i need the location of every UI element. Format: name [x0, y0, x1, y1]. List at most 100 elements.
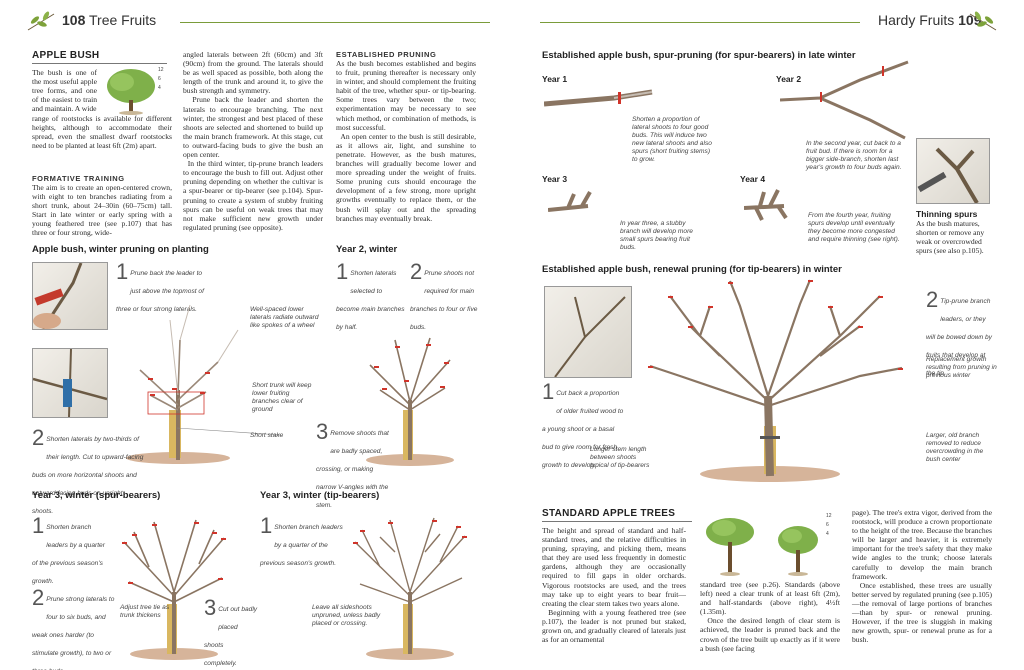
right-page-header: Hardy Fruits 109	[878, 12, 981, 28]
chapter-title-right: Hardy Fruits	[878, 12, 955, 28]
step-number: 3	[204, 595, 217, 620]
step-text: Shorten laterals selected to become main…	[336, 270, 405, 331]
formative-training-text: The aim is to create an open-centered cr…	[32, 183, 172, 238]
spur-year3-branch	[548, 191, 592, 212]
scale-label: 6	[826, 522, 829, 528]
thinning-spurs-heading: Thinning spurs	[916, 209, 978, 219]
step-text: Shorten branch leaders by a quarter of t…	[260, 524, 343, 567]
note-short-trunk: Short trunk will keep lower fruiting bra…	[252, 382, 312, 413]
spur-year1-branch	[544, 89, 653, 107]
step-text: Remove shoots that are badly spaced, cro…	[316, 430, 389, 509]
spur-year4-note: From the fourth year, fruiting spurs dev…	[808, 212, 900, 243]
step-number: 1	[32, 513, 45, 538]
renewal-heading: Established apple bush, renewal pruning …	[542, 264, 842, 275]
planting-heading: Apple bush, winter pruning on planting	[32, 244, 209, 255]
step-text: Prune strong laterals to four to six bud…	[32, 596, 115, 670]
spur-year2-label: Year 2	[776, 74, 802, 84]
spur-year2-branch	[780, 60, 909, 140]
apple-bush-intro-top: The bush is one of the most useful apple…	[32, 68, 97, 114]
standard-p2: Beginning with a young feathered tree (s…	[542, 607, 687, 645]
pruning-photo-2	[32, 348, 108, 418]
leaf-ornament-right	[969, 11, 997, 31]
standard-col3-p1: page). The tree's extra vigor, derived f…	[852, 508, 992, 581]
established-pruning-heading: ESTABLISHED PRUNING	[336, 50, 437, 59]
col2-p1: angled laterals between 2ft (60cm) and 3…	[183, 50, 323, 96]
step-number: 1	[260, 513, 273, 538]
note-short-stake: Short stake	[250, 432, 284, 439]
standard-col3: page). The tree's extra vigor, derived f…	[852, 508, 992, 644]
step-number: 1	[542, 379, 555, 404]
step-text: Tip-prune branch leaders, or they will b…	[926, 298, 992, 377]
spur-year1-note: Shorten a proportion of lateral shoots t…	[632, 116, 712, 163]
col2-p2: Prune back the leader and shorten the la…	[183, 95, 323, 160]
spur-year1-label: Year 1	[542, 74, 568, 84]
thinning-spurs-photo	[916, 138, 990, 205]
step-number: 2	[410, 259, 423, 284]
apple-bush-heading: APPLE BUSH	[32, 50, 167, 64]
standard-col1: The height and spread of standard and ha…	[542, 526, 686, 644]
step-text: Cut back a proportion of older fruited w…	[542, 390, 624, 469]
step-text: Shorten branch leaders by a quarter of t…	[32, 524, 105, 585]
formative-training-heading: FORMATIVE TRAINING	[32, 174, 125, 183]
spur-pruning-heading: Established apple bush, spur-pruning (fo…	[542, 50, 856, 61]
formative-column-2: angled laterals between 2ft (60cm) and 3…	[183, 50, 323, 232]
standard-col2-p2: Once the desired length of clear stem is…	[700, 616, 841, 653]
leaf-ornament-left	[27, 11, 55, 31]
step-number: 2	[926, 287, 939, 312]
step-text: Prune shoots not required for main branc…	[410, 270, 478, 331]
col2-p3: In the third winter, tip-prune branch le…	[183, 159, 323, 232]
spur-year3-note: In year three, a stubby branch will deve…	[620, 220, 693, 251]
spur-year3-label: Year 3	[542, 174, 568, 184]
est-p2: An open center to the bush is still desi…	[336, 131, 476, 223]
note-old-branch: Larger, old branch removed to reduce ove…	[926, 432, 984, 463]
standard-p1: The height and spread of standard and ha…	[542, 526, 686, 608]
year2-heading: Year 2, winter	[336, 244, 398, 255]
standard-trees-illustration	[706, 518, 818, 576]
step-number: 1	[116, 259, 129, 284]
year2-tree-diagram	[366, 337, 454, 466]
standard-col2: standard tree (see p.26). Standards (abo…	[700, 580, 840, 653]
thinning-spurs-text: As the bush matures, shorten or remove a…	[916, 219, 985, 256]
standard-scale: 12 6 4	[826, 512, 840, 539]
step-text: Prune back the leader to just above the …	[116, 270, 204, 313]
est-p1: As the bush becomes established and begi…	[336, 59, 476, 132]
note-replacement-growth: Replacement growth resulting from prunin…	[926, 356, 997, 379]
note-spaced-laterals: Well-spaced lower laterals radiate outwa…	[250, 306, 319, 329]
note-sideshoots: Leave all sideshoots unpruned, unless ba…	[312, 604, 381, 627]
page-number-left: 108	[62, 12, 86, 28]
year3-spur-tree-diagram	[122, 519, 226, 660]
scale-label: 12	[826, 513, 832, 519]
scale-label: 4	[826, 531, 829, 537]
step-number: 1	[336, 259, 349, 284]
chapter-title-left: Tree Fruits	[89, 12, 157, 28]
planting-tree-diagram	[126, 304, 281, 464]
left-page-header: 108 Tree Fruits	[62, 12, 156, 28]
header-rule-left	[180, 22, 490, 23]
standard-col2-p1: standard tree (see p.26). Standards (abo…	[700, 580, 840, 617]
scale-label: 4	[158, 85, 161, 91]
header-rule-right	[540, 22, 860, 23]
step-number: 2	[32, 585, 45, 610]
spur-year4-branch	[744, 189, 788, 221]
year3-spur-heading: Year 3, winter (spur-bearers)	[32, 490, 161, 501]
spur-year2-note: In the second year, cut back to a fruit …	[806, 140, 902, 171]
standard-col3-p2: Once established, these trees are usuall…	[852, 580, 992, 645]
apple-bush-intro-rest: range of rootstocks is available for dif…	[32, 114, 172, 151]
year3-tip-tree-diagram	[353, 517, 467, 660]
note-tree-tie: Adjust tree tie as trunk thickens	[120, 604, 170, 619]
renewal-tree-diagram	[648, 279, 903, 482]
scale-label: 6	[158, 76, 161, 82]
note-longer-stem: Longer stem length between shoots typica…	[590, 446, 650, 469]
renewal-photo	[544, 286, 632, 378]
bush-tree-illustration	[107, 69, 155, 115]
